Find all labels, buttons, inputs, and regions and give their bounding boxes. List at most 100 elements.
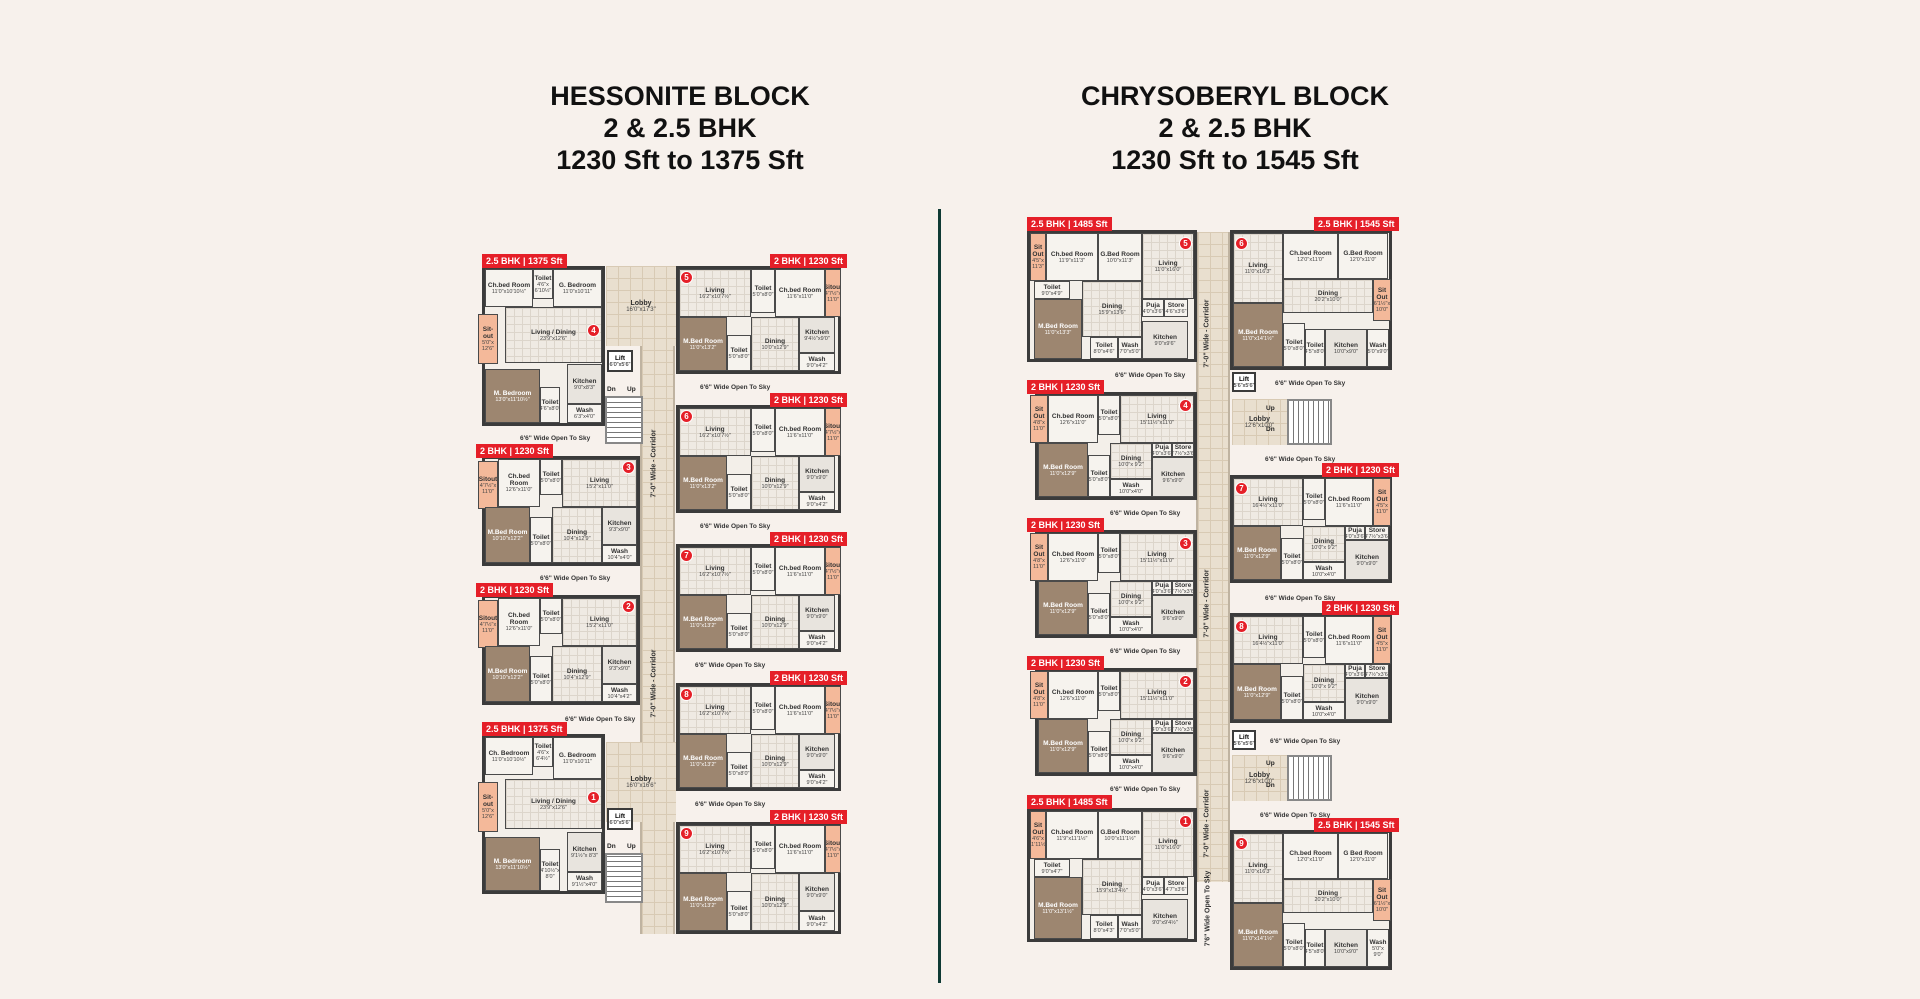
room-name: Kitchen: [607, 519, 632, 527]
unit-badge: 2.5 BHK | 1545 Sft: [1314, 818, 1399, 832]
room-dimensions: 11'0"x13'3": [1044, 329, 1072, 336]
room-name: Wash: [1121, 341, 1139, 349]
room-dimensions: 5'0"x8'0": [1283, 345, 1305, 352]
room-dimensions: 4'0"x3'6": [1142, 308, 1164, 315]
chrysoberyl-title: CHRYSOBERYL BLOCK 2 & 2.5 BHK 1230 Sft t…: [1065, 80, 1405, 176]
room-name: M.Bed Room: [487, 667, 528, 675]
room-name: M.Bed Room: [1038, 322, 1078, 330]
room-dimensions: 4'7"x3'6": [1165, 886, 1187, 893]
room-name: Sit-out: [482, 326, 494, 340]
room-dimensions: 16'4½"x11'0": [1252, 502, 1284, 509]
room-dimensions: 16'4½"x11'0": [1252, 640, 1284, 647]
room-name: Kitchen: [805, 885, 829, 893]
room-dimensions: 11'0"x10'10½": [491, 288, 527, 295]
room-name: G.Bed Room: [1343, 249, 1383, 257]
unit-number: 3: [622, 461, 635, 474]
room-dimensions: 11'9"x11'1½": [1056, 835, 1088, 842]
room-dimensions: 9'1½"x 8'3": [570, 852, 599, 859]
room-name: Ch.bed Room: [1289, 249, 1332, 257]
lift: Lift 5'6"x5'6": [1232, 372, 1256, 392]
room-dimensions: 4'0"x3'6": [1152, 726, 1172, 733]
room-dimensions: 5'0"x8'0": [1281, 698, 1303, 705]
room-name: Ch.bed Room: [1050, 828, 1094, 836]
room-name: Toilet: [754, 423, 772, 431]
room-dimensions: 10'0"x12'9": [761, 622, 789, 629]
unit-number: 3: [1179, 537, 1192, 550]
room-dimensions: 10'10"x12'2": [492, 674, 523, 681]
room-name: Store: [1174, 443, 1192, 451]
room-dimensions: 9'0"x4'2": [806, 640, 828, 647]
room-name: Puja: [1348, 526, 1362, 534]
room-name: Sit Out: [1033, 406, 1045, 420]
room-name: Toilet: [534, 742, 552, 750]
unit-badge: 2.5 BHK | 1485 Sft: [1027, 217, 1112, 231]
staircase: [1287, 755, 1332, 801]
room-dimensions: 5'0"x8'0": [530, 679, 552, 686]
room-name: Wash: [808, 355, 826, 363]
room-dimensions: 12'6"x11'0": [505, 626, 533, 632]
unit-number: 4: [1179, 399, 1192, 412]
room-dimensions: 11'0"x10'11": [562, 288, 593, 295]
room-dimensions: 11'0"x13'2": [689, 761, 717, 768]
room-dimensions: 9'3"x9'0": [609, 526, 630, 533]
room-name: Toilet: [1100, 546, 1118, 554]
room-dimensions: 9'0"x9'0": [1356, 560, 1378, 567]
room-name: M.Bed Room: [1043, 463, 1083, 471]
room-dimensions: 4'0"x3'6": [1152, 588, 1172, 595]
room-name: Toilet: [541, 398, 559, 406]
unit-number: 2: [1179, 675, 1192, 688]
room-dimensions: 10'0"x12'9": [761, 483, 789, 490]
room-name: Living: [705, 286, 725, 294]
room-name: Wash: [808, 914, 826, 922]
room-dimensions: 11'0"x12'9": [1243, 692, 1271, 699]
room-dimensions: 4'8"x 11'0": [1033, 696, 1045, 708]
room-name: Wash: [1121, 920, 1139, 928]
room-dimensions: 9'6"x9'0": [1162, 477, 1184, 484]
room-dimensions: 11'0"x16'0": [1154, 844, 1182, 851]
block-divider: [938, 209, 941, 983]
room-name: Kitchen: [1161, 470, 1185, 478]
room-dimensions: 9'6"x9'0": [1162, 753, 1184, 760]
room-name: Toilet: [1100, 684, 1118, 692]
